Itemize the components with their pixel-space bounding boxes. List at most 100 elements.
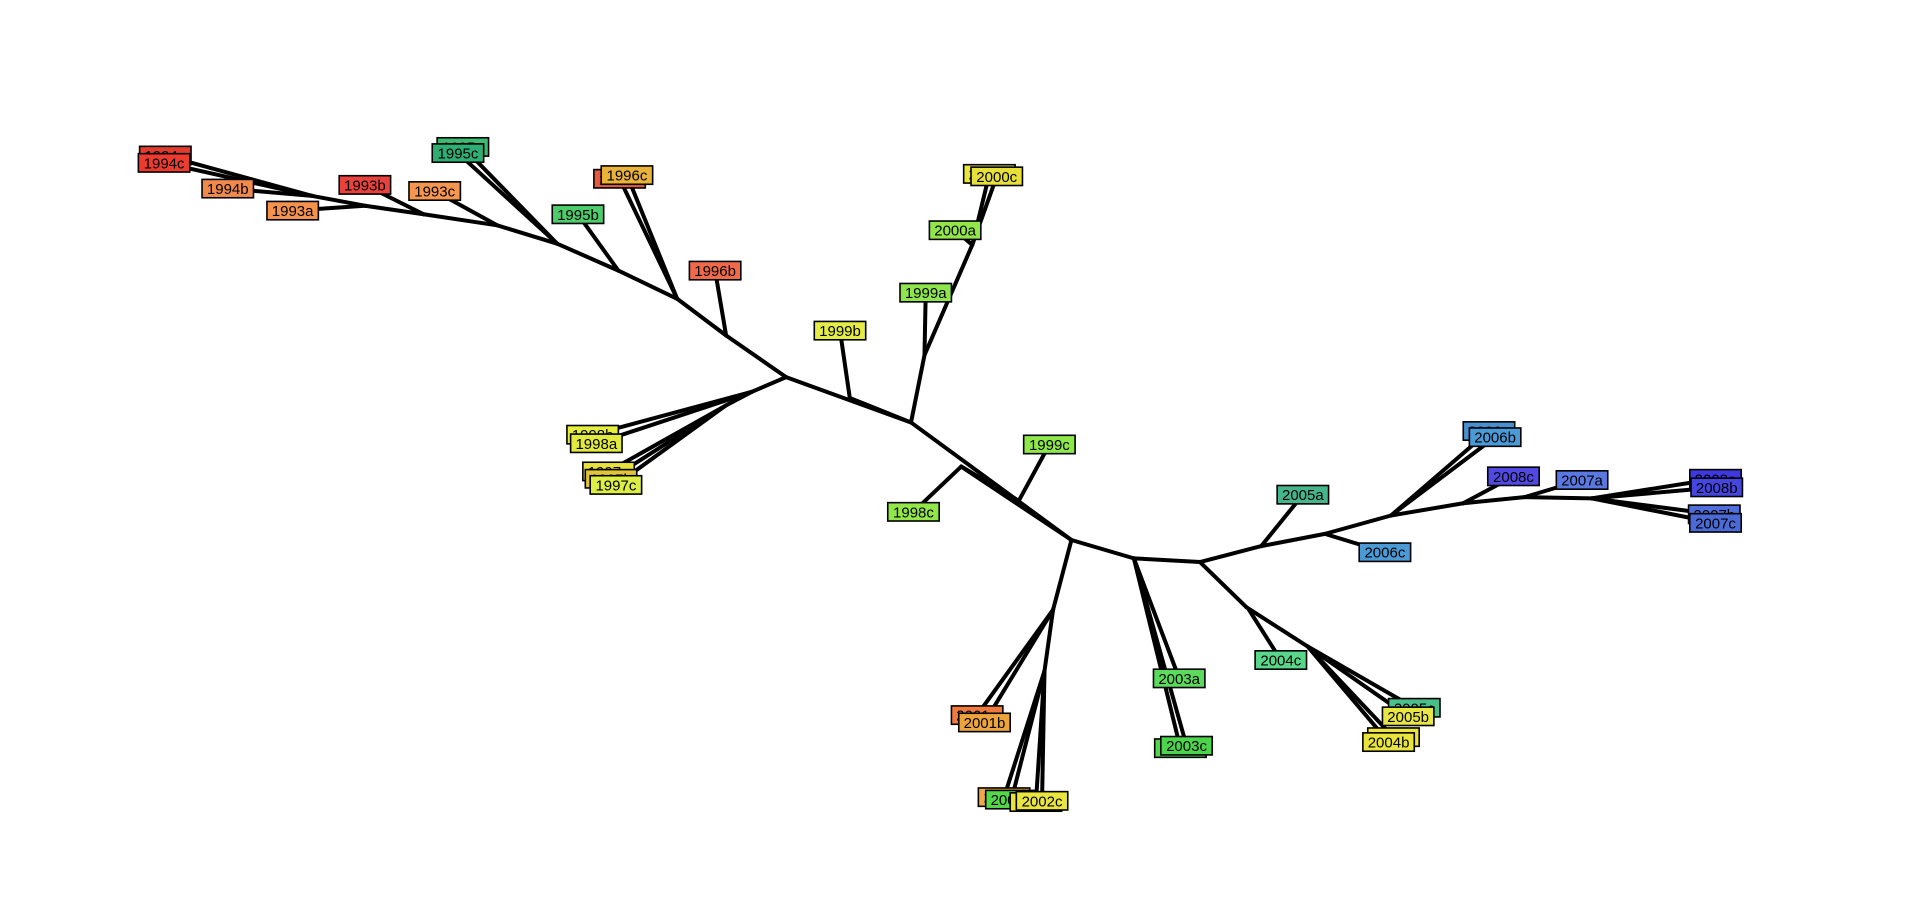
tip-label-1995b: 1995b <box>551 204 605 225</box>
tip-label-2008b: 2008b <box>1690 477 1744 498</box>
tip-label-text: 1999b <box>819 323 861 340</box>
tip-label-2005a: 2005a <box>1276 484 1330 505</box>
tree-branch <box>675 296 729 338</box>
tip-label-2007a: 2007a <box>1555 470 1609 490</box>
tip-label-box <box>1555 470 1609 490</box>
tip-branch <box>1009 669 1047 802</box>
tip-label-1994b: 1994b <box>201 178 255 199</box>
tip-label-text: 1993b <box>344 177 386 194</box>
tip-label-1999b: 1999b <box>813 320 867 341</box>
tip-label-2006c: 2006c <box>1358 542 1412 563</box>
tip-label-2002c: 2002c <box>1015 790 1069 811</box>
tip-branch <box>838 328 852 400</box>
tip-label-1994c: 1994c <box>137 152 191 173</box>
tree-branch <box>909 353 927 425</box>
tree-branch <box>1131 556 1202 565</box>
tip-label-box <box>1381 706 1435 727</box>
tree-branch <box>1198 544 1264 565</box>
tip-label-text: 2000a <box>934 223 976 240</box>
tree-branch <box>1244 605 1310 649</box>
tip-label-text: 2000c <box>976 169 1017 186</box>
tree-branch <box>1069 538 1136 561</box>
tip-label-2004b: 2004b <box>1362 732 1416 753</box>
tip-label-box <box>137 152 191 173</box>
tip-label-text: 2006b <box>1474 430 1516 447</box>
tip-label-box <box>1688 512 1743 533</box>
tip-label-box <box>813 320 867 341</box>
tip-label-2003c: 2003c <box>1160 735 1214 756</box>
tip-label-1996c: 1996c <box>600 165 654 186</box>
tip-label-text: 1998a <box>575 436 617 453</box>
tip-label-text: 2006c <box>1364 545 1405 562</box>
tip-label-text: 2003c <box>1166 738 1207 755</box>
tip-label-box <box>1015 790 1069 811</box>
tree-branch <box>362 203 426 217</box>
tip-label-1993a: 1993a <box>266 200 320 221</box>
tip-label-text: 1993c <box>414 184 455 201</box>
tip-label-2000c: 2000c <box>970 166 1024 187</box>
tip-branch <box>1131 556 1189 748</box>
tree-branch <box>1522 495 1594 501</box>
tip-label-1993b: 1993b <box>338 174 392 195</box>
tip-label-text: 2001b <box>964 715 1006 732</box>
tip-branch <box>1389 435 1498 518</box>
tip-label-text: 2007a <box>1561 473 1603 490</box>
tip-label-text: 1994c <box>144 155 185 172</box>
tip-label-box <box>1358 542 1412 563</box>
tip-branch <box>1305 644 1391 745</box>
tip-label-box <box>431 143 485 164</box>
tip-branch <box>1040 669 1047 803</box>
tip-label-2003a: 2003a <box>1152 668 1206 689</box>
tip-label-2007c: 2007c <box>1688 512 1743 533</box>
tree-branch <box>421 212 500 228</box>
tip-label-text: 1997c <box>595 477 636 494</box>
tip-label-text: 1996c <box>607 168 648 185</box>
tip-branch <box>624 173 680 301</box>
tip-label-box <box>569 433 623 454</box>
tip-label-box <box>928 220 982 241</box>
tip-label-box <box>688 260 742 281</box>
tree-branch <box>616 268 680 301</box>
tip-label-text: 2005b <box>1387 709 1429 726</box>
tip-label-text: 1995c <box>438 146 479 163</box>
tip-label-2000a: 2000a <box>928 220 982 241</box>
tip-label-2001b: 2001b <box>957 712 1012 733</box>
tip-label-1998a: 1998a <box>569 433 623 454</box>
tree-branch <box>310 193 367 208</box>
tip-label-1996b: 1996b <box>688 260 742 281</box>
tree-tip-labels: 1994a1994c1994b1993a1993b1993c1995a1995c… <box>137 136 1744 813</box>
tree-branch <box>1259 531 1327 549</box>
tip-label-text: 1995b <box>557 207 599 224</box>
tip-label-2004c: 2004c <box>1254 650 1308 670</box>
tip-label-text: 2005a <box>1282 487 1324 504</box>
tip-label-1997c: 1997c <box>589 474 643 495</box>
tree-branch <box>1322 513 1394 536</box>
tip-label-box <box>1486 466 1540 487</box>
tip-label-text: 2007c <box>1695 515 1736 532</box>
tree-branch <box>495 223 560 246</box>
tip-label-text: 1996b <box>694 263 736 280</box>
tip-label-1993c: 1993c <box>408 181 462 202</box>
tip-label-text: 1998c <box>893 504 934 521</box>
tip-label-box <box>1022 434 1076 455</box>
tip-label-box <box>899 282 953 303</box>
tip-label-2006b: 2006b <box>1468 427 1522 448</box>
tree-branch <box>1198 560 1249 610</box>
tip-branch <box>455 151 560 246</box>
tip-branch <box>922 290 928 358</box>
tip-label-box <box>1152 668 1206 689</box>
tip-label-text: 1999c <box>1029 437 1070 454</box>
tip-label-box <box>338 174 392 195</box>
tip-label-box <box>266 200 320 221</box>
tree-branch <box>1389 501 1466 518</box>
tree-branch <box>724 333 789 380</box>
tree-branch <box>1461 495 1527 506</box>
tip-label-1995c: 1995c <box>431 143 485 164</box>
tip-label-text: 2008c <box>1493 469 1534 486</box>
tip-label-box <box>589 474 643 495</box>
tip-label-2008c: 2008c <box>1486 466 1540 487</box>
tree-branch <box>555 241 621 273</box>
tip-label-box <box>600 165 654 186</box>
tip-label-box <box>886 501 940 522</box>
tip-label-text: 1994b <box>207 181 249 198</box>
